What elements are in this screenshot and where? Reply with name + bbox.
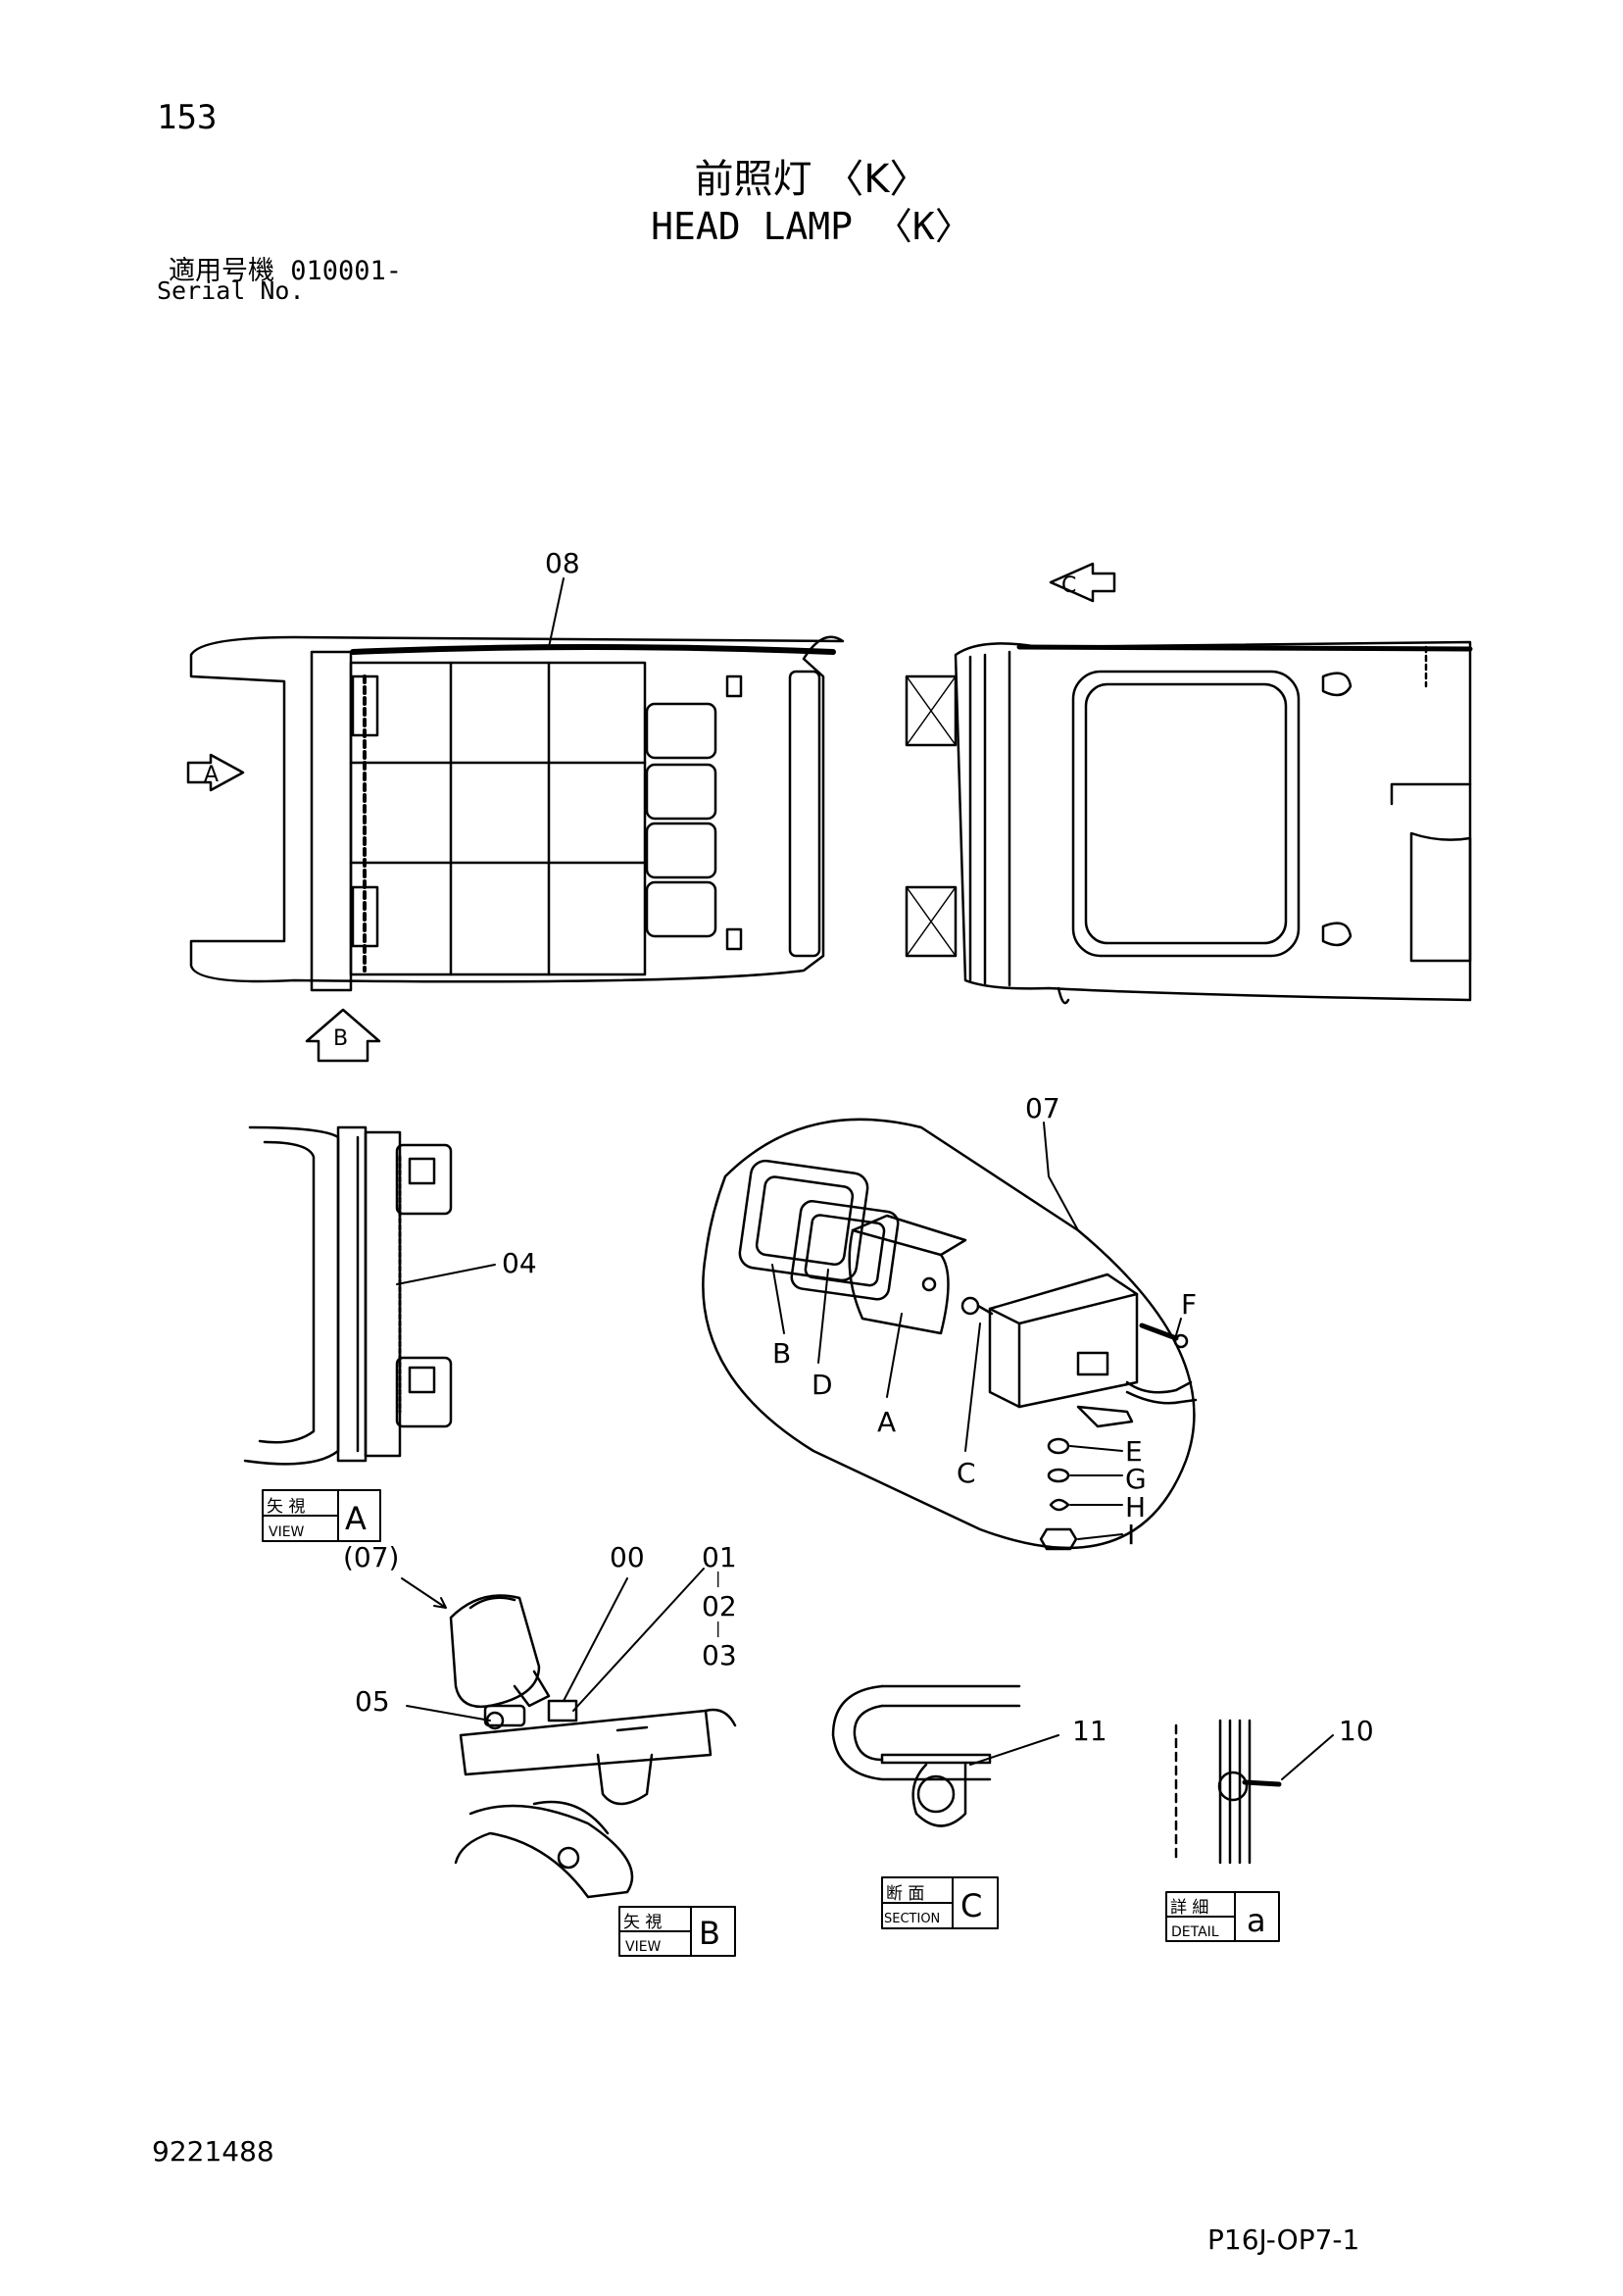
- serial-label-english: Serial No.: [157, 276, 305, 305]
- lamp-exploded-view: [702, 1118, 1198, 1551]
- callout-04: 04: [502, 1247, 537, 1279]
- sub-part-e: E: [1125, 1435, 1143, 1468]
- callout-05: 05: [355, 1685, 390, 1718]
- sub-part-d: D: [812, 1369, 833, 1401]
- callout-07-ref: (07): [343, 1541, 399, 1573]
- view-a-box-letter: A: [345, 1500, 367, 1537]
- leader-lines: [396, 577, 1334, 1780]
- view-b-box-en: VIEW: [625, 1939, 662, 1955]
- title-japanese: 前照灯 〈K〉: [694, 157, 929, 202]
- callout-10: 10: [1339, 1715, 1374, 1747]
- detail-a-box-jp: 詳 細: [1170, 1898, 1208, 1918]
- section-c-drawing: [831, 1684, 1021, 1827]
- view-b-arrow-label: B: [333, 1026, 348, 1051]
- sub-part-a: A: [877, 1406, 896, 1438]
- callout-01: 01: [702, 1541, 737, 1573]
- sub-part-g: G: [1125, 1463, 1147, 1495]
- sub-part-b: B: [772, 1337, 791, 1370]
- page-code: P16J-OP7-1: [1207, 2223, 1360, 2256]
- section-c-box-letter: C: [960, 1887, 982, 1924]
- view-a-arrow: [186, 753, 245, 792]
- detail-a-drawing: [1174, 1719, 1282, 1865]
- view-b-box-letter: B: [699, 1915, 720, 1952]
- callout-02: 02: [702, 1590, 737, 1622]
- view-a-arrow-label: A: [204, 763, 219, 787]
- sub-part-c: C: [957, 1457, 976, 1489]
- view-a-drawing: [243, 1125, 453, 1466]
- separator-02-03: |: [715, 1619, 720, 1637]
- serial-label-japanese: 適用号機 010001-: [169, 256, 403, 286]
- view-b-arrow: [305, 1008, 381, 1063]
- view-b-drawing: [449, 1594, 737, 1899]
- detail-a-box-en: DETAIL: [1171, 1924, 1219, 1940]
- title-english: HEAD LAMP 〈K〉: [651, 205, 972, 248]
- section-c-box-en: SECTION: [884, 1912, 940, 1926]
- cab-side-view: [905, 640, 1473, 1005]
- view-a-box-en: VIEW: [269, 1524, 305, 1540]
- sub-part-h: H: [1125, 1491, 1146, 1523]
- section-c-box-jp: 断 面: [886, 1884, 924, 1904]
- detail-a-box-letter: a: [1247, 1902, 1266, 1939]
- page-number: 153: [157, 98, 218, 137]
- view-b-box-jp: 矢 視: [623, 1913, 662, 1932]
- callout-07: 07: [1025, 1092, 1060, 1124]
- callout-03: 03: [702, 1639, 737, 1672]
- cab-top-view: [189, 635, 845, 992]
- view-a-box-jp: 矢 視: [267, 1497, 305, 1517]
- view-c-arrow: [1049, 562, 1116, 603]
- sub-part-i: I: [1127, 1519, 1135, 1551]
- callout-11: 11: [1072, 1715, 1107, 1747]
- view-c-arrow-label: C: [1061, 574, 1076, 598]
- sub-part-f: F: [1181, 1288, 1197, 1321]
- separator-01-02: |: [715, 1569, 720, 1587]
- document-number: 9221488: [152, 2135, 274, 2168]
- callout-00: 00: [610, 1541, 645, 1573]
- callout-08: 08: [545, 547, 580, 579]
